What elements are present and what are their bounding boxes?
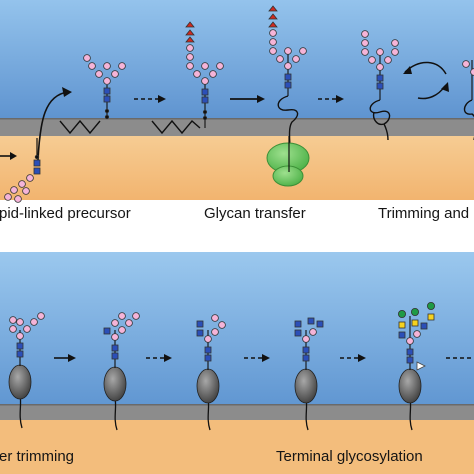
- label-glycan-transfer: Glycan transfer: [204, 205, 306, 222]
- label-terminal-glycosylation: Terminal glycosylation: [276, 448, 423, 465]
- panel-top: [0, 0, 474, 203]
- dashed-arrow-head: [164, 354, 172, 362]
- glycan-tree: [361, 30, 399, 100]
- step-arrow-head: [10, 152, 17, 160]
- cycle-arrow-head: [403, 66, 412, 74]
- folding-polypeptide: [369, 99, 391, 126]
- membrane-edge: [0, 404, 474, 406]
- dolichol-lipid: [151, 119, 201, 135]
- glycoprotein: [8, 312, 45, 429]
- solid-arrow-head: [68, 354, 76, 362]
- membrane: [0, 404, 474, 420]
- flip-arrow: [37, 91, 69, 161]
- glycan-tree: [462, 60, 474, 100]
- folding-polypeptide: [383, 123, 389, 141]
- folding-polypeptide: [463, 99, 474, 140]
- ribosome-translocon: [266, 136, 310, 187]
- golgi-background: [0, 252, 474, 404]
- cycle-arrow-head: [441, 82, 449, 92]
- lumen-band: [0, 420, 474, 474]
- label-after-trimming: er trimming: [0, 448, 75, 465]
- label-lipid-linked-precursor: pid-linked precursor: [0, 205, 131, 222]
- glycoprotein: [196, 314, 226, 431]
- glycan-tree: [83, 54, 126, 120]
- lumen-band: [0, 136, 474, 200]
- dolichol-lipid: [59, 119, 101, 135]
- glycan-tree: [185, 21, 224, 128]
- glycoprotein: [103, 312, 140, 431]
- glycoprotein: [397, 301, 435, 431]
- membrane-edge: [0, 118, 474, 120]
- panel-separator: [0, 228, 474, 252]
- nascent-polypeptide: [277, 95, 299, 151]
- glycoprotein: [294, 317, 324, 431]
- panel-bottom: [0, 252, 474, 474]
- precursor-glycan-lumen: [4, 138, 41, 203]
- flip-arrow-head: [62, 87, 72, 97]
- dashed-arrow-head: [358, 354, 366, 362]
- solid-arrow-head: [257, 95, 265, 103]
- membrane: [0, 118, 474, 136]
- glycan-tree: [268, 5, 307, 96]
- dashed-arrow-head: [158, 95, 166, 103]
- label-trimming: Trimming and: [378, 205, 470, 222]
- cytosol-background: [0, 0, 474, 118]
- dashed-arrow-head: [262, 354, 270, 362]
- dashed-arrow-head: [336, 95, 344, 103]
